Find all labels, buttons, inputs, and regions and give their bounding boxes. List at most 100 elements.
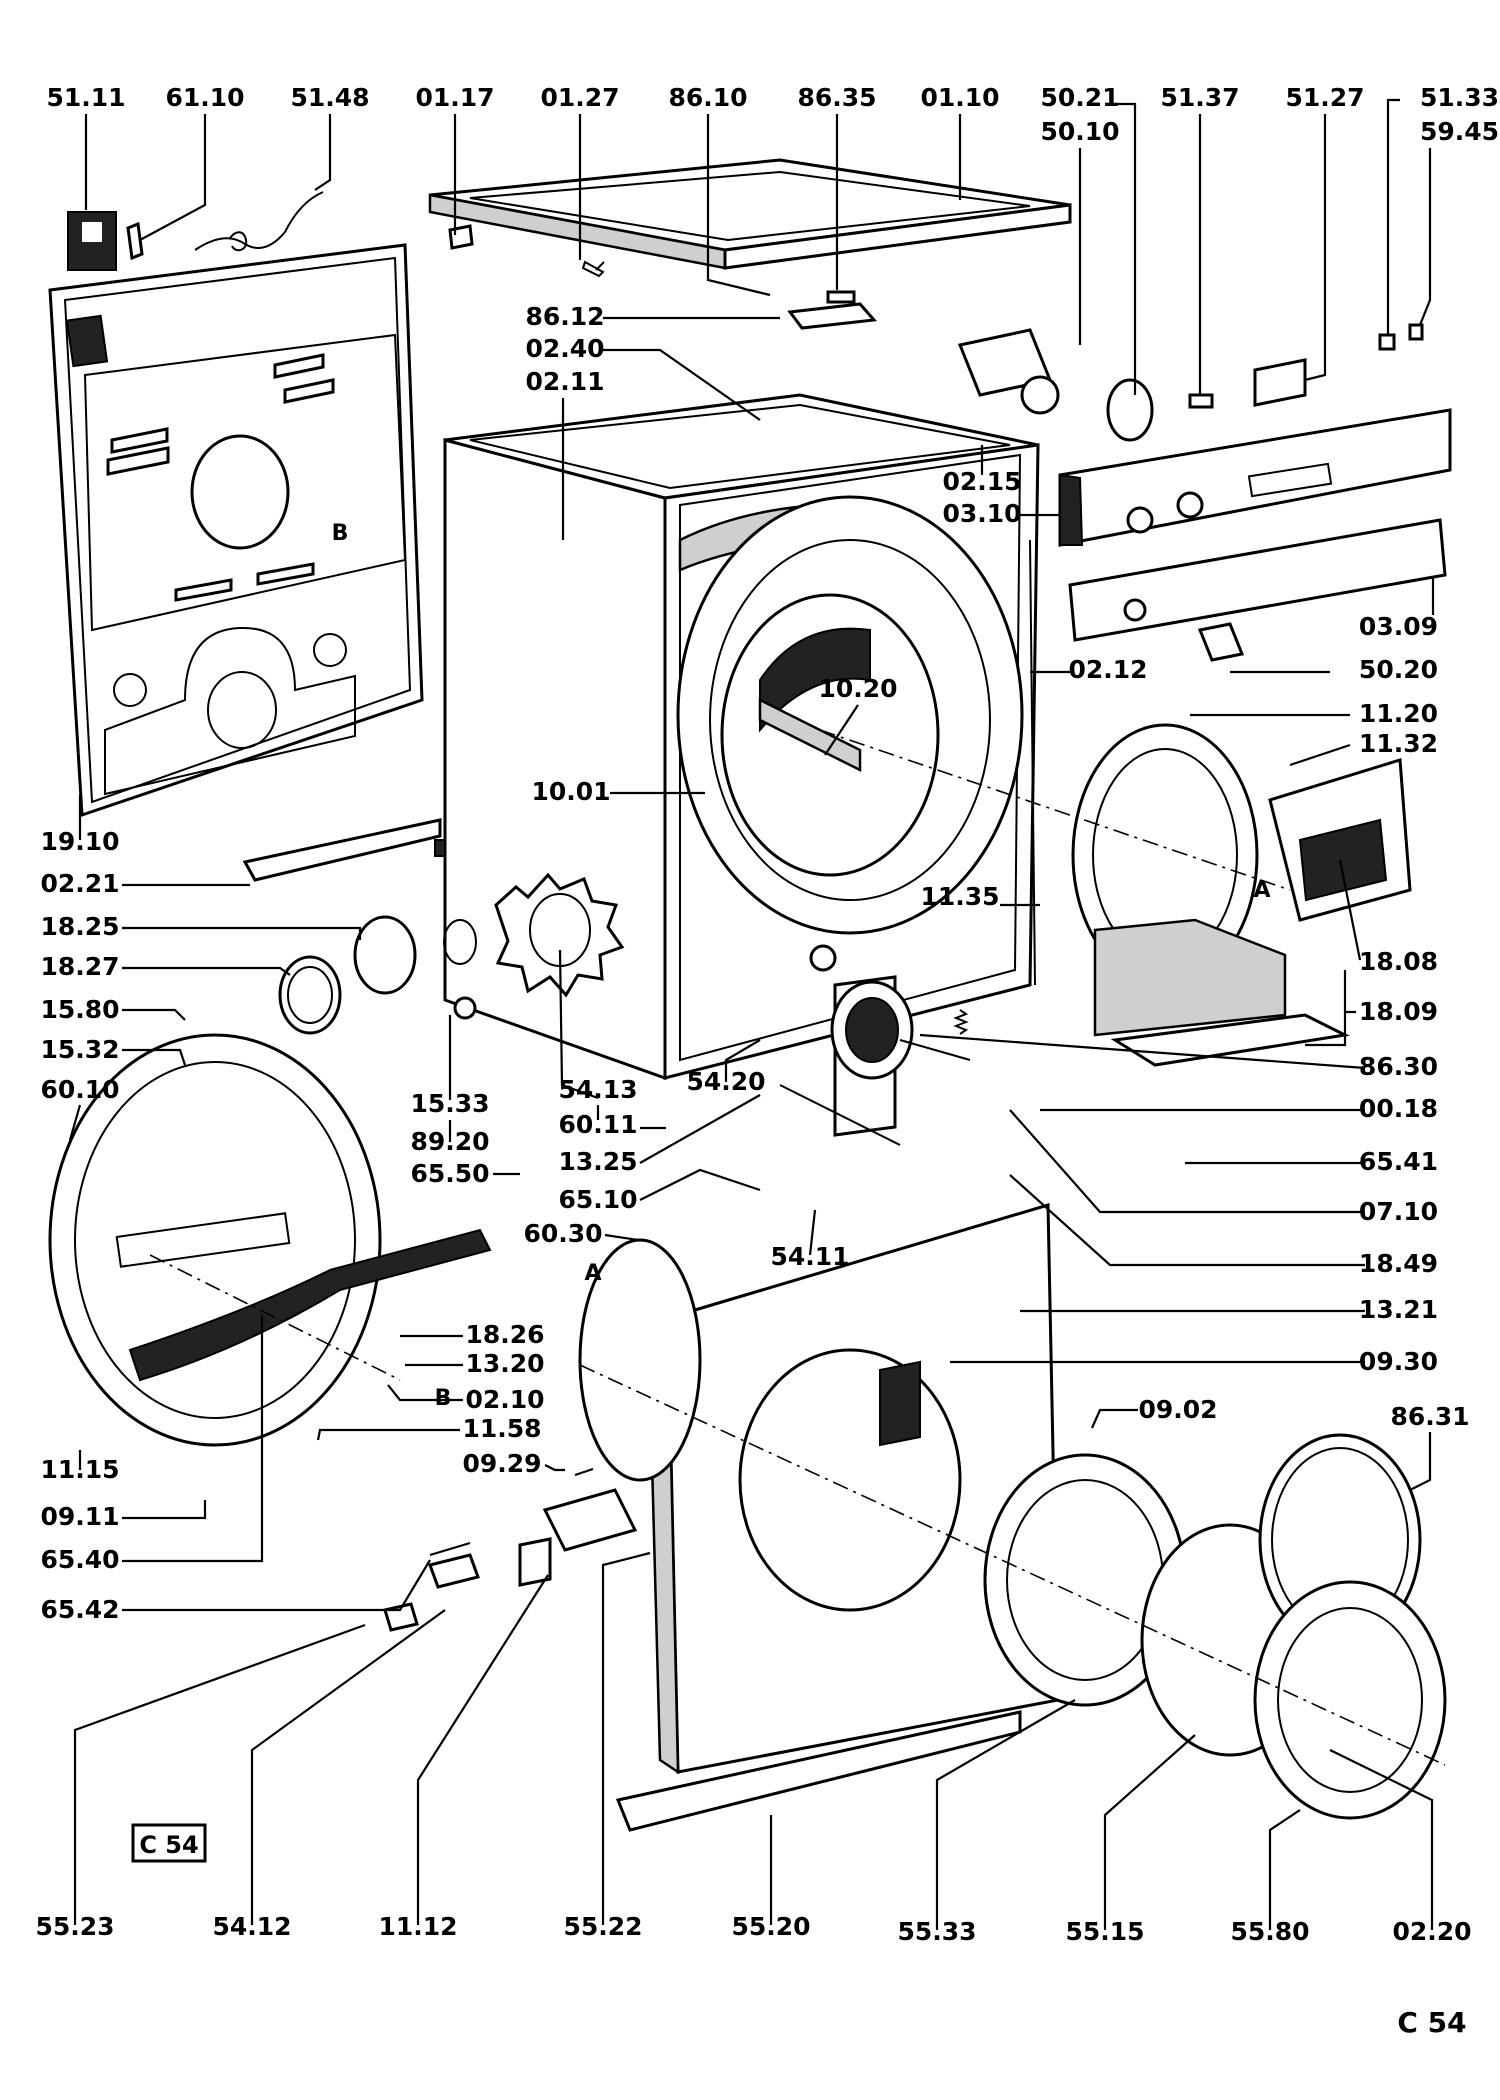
callout-51-11: 51.11: [46, 83, 125, 112]
strip-part: [242, 818, 442, 882]
callout-02-11: 02.11: [525, 367, 604, 396]
leader-line-51-33: [1386, 98, 1400, 335]
callout-18-25: 18.25: [40, 912, 119, 941]
callout-11-12: 11.12: [378, 1912, 457, 1941]
callout-02-10: 02.10: [465, 1385, 544, 1414]
leader-line-61-10: [139, 114, 207, 241]
leader-line-65-10: [639, 1168, 761, 1201]
clip-part: [581, 260, 605, 278]
leader-line-07-10: [1009, 1109, 1365, 1214]
point-letter-a-right: A: [1253, 878, 1270, 903]
callout-60-10: 60.10: [40, 1075, 119, 1104]
leader-line-60-30: [604, 1233, 639, 1242]
point-letter-b-top: B: [332, 521, 349, 546]
callout-02-20: 02.20: [1392, 1917, 1471, 1946]
callout-09-11: 09.11: [40, 1502, 119, 1531]
lock-parts: [383, 1468, 638, 1632]
plate-part: [826, 290, 856, 304]
leader-line-60-10: [68, 1104, 82, 1141]
small-control-parts: [957, 323, 1424, 442]
callout-54-20: 54.20: [686, 1067, 765, 1096]
callout-03-09: 03.09: [1359, 612, 1438, 641]
leader-line-09-29: [544, 1464, 565, 1472]
gasket-part: [578, 1238, 702, 1482]
callout-01-17: 01.17: [415, 83, 494, 112]
callout-10-01: 10.01: [531, 777, 610, 806]
callout-07-10: 07.10: [1359, 1197, 1438, 1226]
callout-19-10: 19.10: [40, 827, 119, 856]
leader-line-15-80: [122, 1008, 186, 1021]
callout-60-11: 60.11: [558, 1110, 637, 1139]
callout-00-18: 00.18: [1359, 1094, 1438, 1123]
callout-65-50: 65.50: [410, 1159, 489, 1188]
callout-55-33: 55.33: [897, 1917, 976, 1946]
spring-part: [953, 1009, 969, 1035]
callout-59-45: 59.45: [1420, 117, 1499, 146]
leader-line-18-08: [1338, 859, 1362, 961]
leader-line-09-02: [1090, 1408, 1138, 1429]
leader-line-11-32: [1289, 743, 1351, 767]
callout-02-40: 02.40: [525, 334, 604, 363]
drum-front: [676, 495, 1024, 935]
callout-11-15: 11.15: [40, 1455, 119, 1484]
leader-line-65-42: [122, 1559, 431, 1612]
bracket-part: [448, 224, 474, 250]
leader-line-13-25: [639, 1094, 761, 1164]
callout-11-32: 11.32: [1359, 729, 1438, 758]
leader-line-18-49: [1009, 1174, 1365, 1267]
callout-02-15: 02.15: [942, 467, 1021, 496]
fan-parts: [278, 915, 417, 1035]
code-box: C 54: [131, 1823, 207, 1863]
leader-line-10-20: [824, 704, 859, 756]
leader-line-11-58: [316, 1428, 460, 1441]
callout-50-20: 50.20: [1359, 655, 1438, 684]
mains-cable-part: [194, 191, 324, 252]
callout-86-31: 86.31: [1390, 1402, 1469, 1431]
motor-assembly: [779, 975, 971, 1146]
callout-50-10: 50.10: [1040, 117, 1119, 146]
callout-15-80: 15.80: [40, 995, 119, 1024]
callout-18-27: 18.27: [40, 952, 119, 981]
callout-18-08: 18.08: [1359, 947, 1438, 976]
leader-line-02-40: [603, 348, 761, 421]
callout-51-27: 51.27: [1285, 83, 1364, 112]
washer: [453, 996, 477, 1020]
callout-60-30: 60.30: [523, 1219, 602, 1248]
top-cover: [428, 158, 1072, 270]
callout-02-21: 02.21: [40, 869, 119, 898]
switch-part: [67, 211, 117, 271]
callout-86-35: 86.35: [797, 83, 876, 112]
callout-65-40: 65.40: [40, 1545, 119, 1574]
leader-line-54-11: [808, 1209, 817, 1256]
capacitor-part: [126, 221, 144, 261]
leader-line-55-22: [601, 1551, 651, 1925]
control-panel: [1058, 408, 1452, 662]
callout-54-12: 54.12: [212, 1912, 291, 1941]
leader-line-86-10: [706, 114, 771, 297]
callout-09-29: 09.29: [462, 1449, 541, 1478]
callout-55-22: 55.22: [563, 1912, 642, 1941]
callout-54-13: 54.13: [558, 1075, 637, 1104]
callout-18-49: 18.49: [1359, 1249, 1438, 1278]
callout-15-33: 15.33: [410, 1089, 489, 1118]
callout-86-30: 86.30: [1359, 1052, 1438, 1081]
callout-10-20: 10.20: [818, 674, 897, 703]
front-panel: [646, 1203, 1060, 1775]
callout-65-41: 65.41: [1359, 1147, 1438, 1176]
leader-line-18-27: [122, 966, 291, 976]
leader-line-55-33: [935, 1699, 1076, 1930]
leader-line-50-21: [1115, 102, 1137, 395]
callout-13-25: 13.25: [558, 1147, 637, 1176]
callout-15-32: 15.32: [40, 1035, 119, 1064]
callout-55-20: 55.20: [731, 1912, 810, 1941]
callout-09-02: 09.02: [1138, 1395, 1217, 1424]
leader-line-54-20: [724, 1039, 761, 1082]
leader-line-54-13: [558, 949, 600, 1120]
leader-line-18-25: [122, 926, 362, 940]
leader-lines: [68, 98, 1435, 1930]
callout-01-10: 01.10: [920, 83, 999, 112]
leader-line-18-09: [1305, 970, 1356, 1047]
leader-line-02-10: [387, 1384, 463, 1402]
